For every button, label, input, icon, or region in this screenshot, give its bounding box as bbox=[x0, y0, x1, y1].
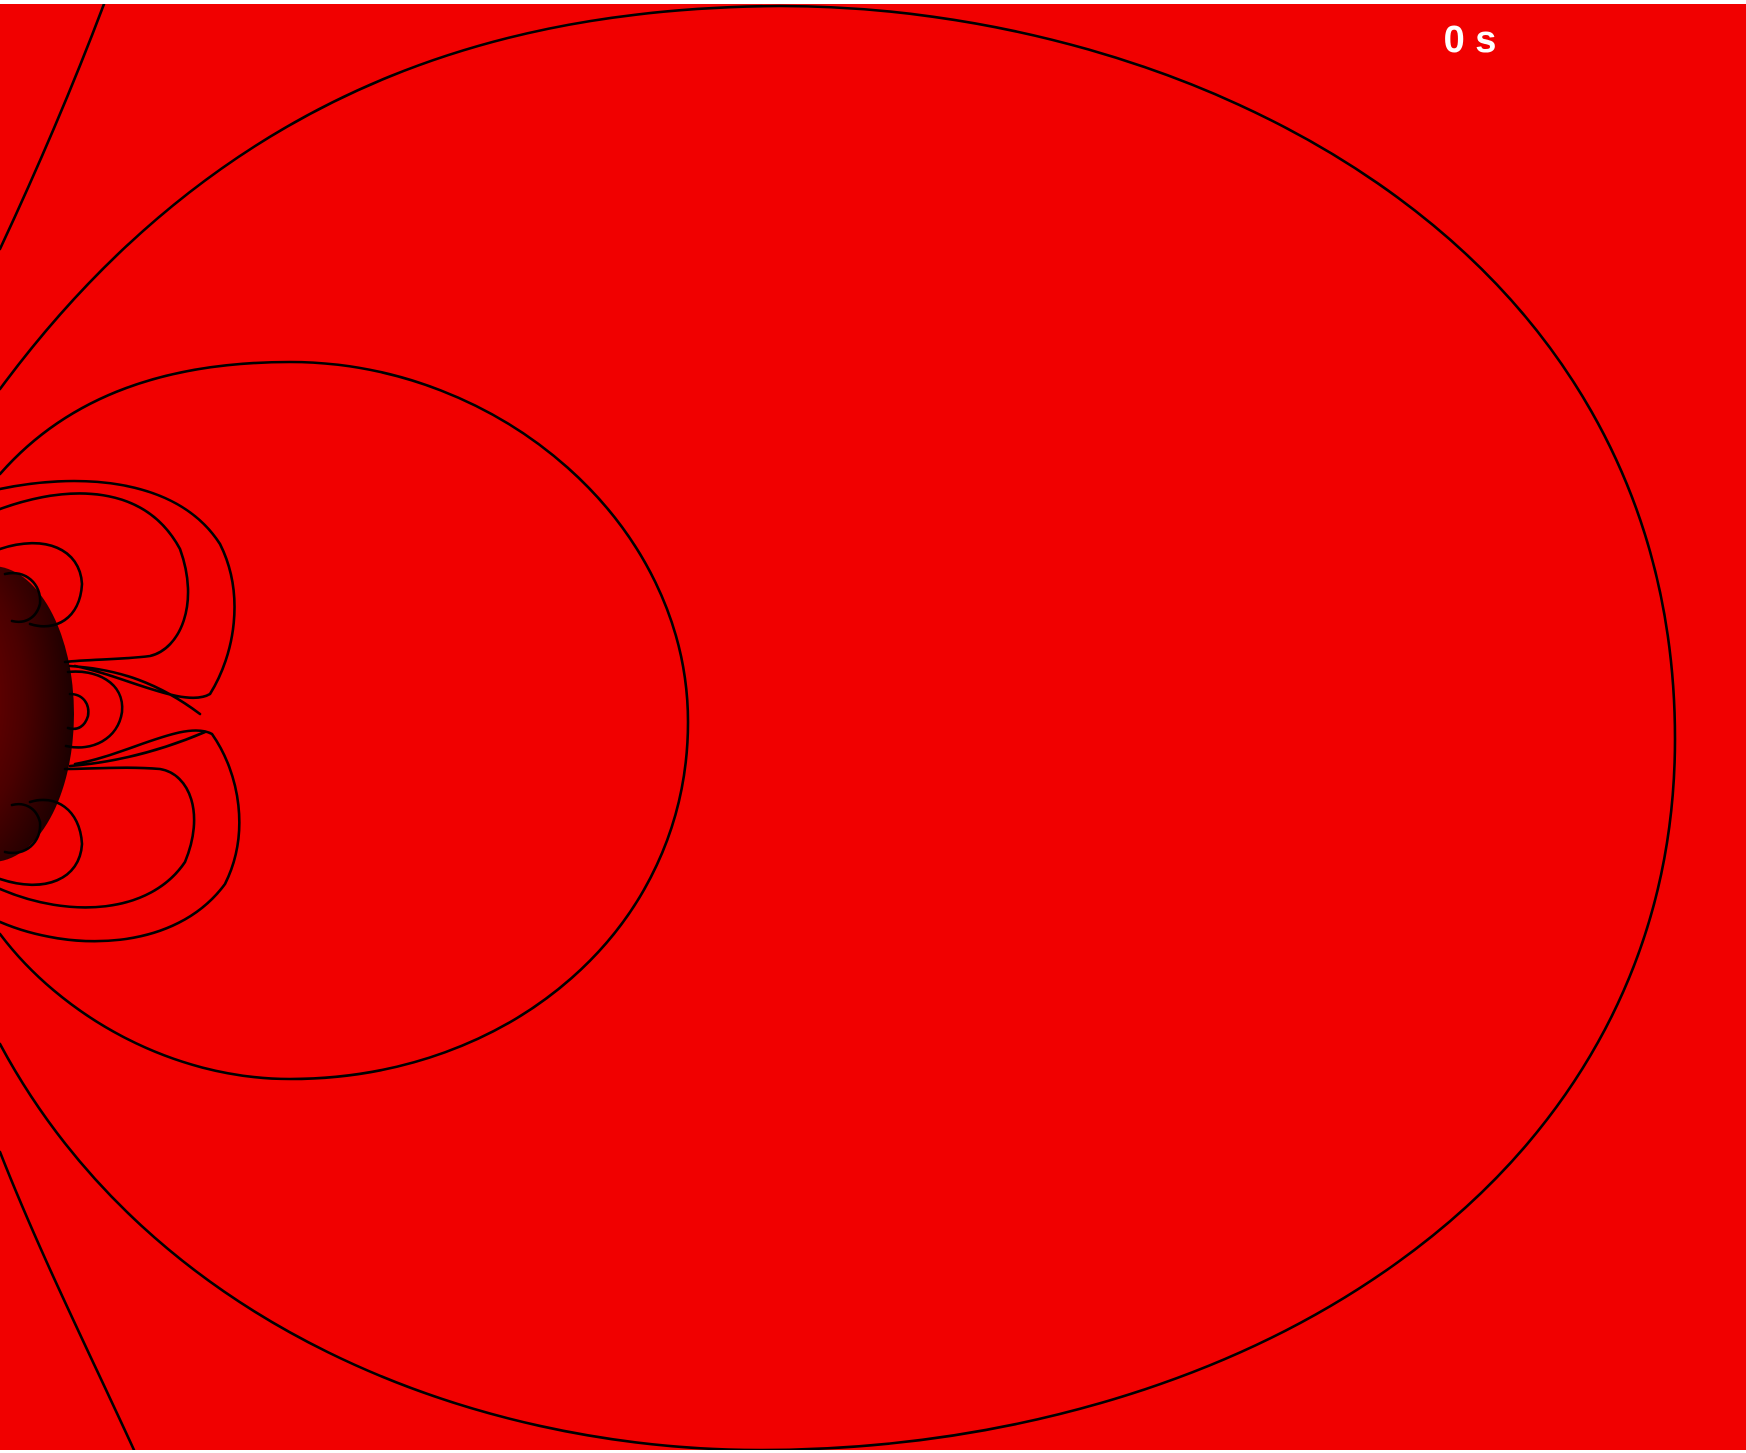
field-line-central-cusp-lower bbox=[68, 730, 207, 768]
field-line-lower-lobe-1 bbox=[0, 729, 241, 943]
field-line-middle-loop bbox=[0, 360, 690, 1081]
field-line-central-cusp-upper bbox=[68, 664, 202, 716]
field-line-open-bottom bbox=[0, 1150, 136, 1450]
field-line-upper-lobe-3 bbox=[0, 541, 84, 628]
field-line-lower-lobe-4 bbox=[3, 802, 42, 855]
field-line-lower-lobe-2 bbox=[0, 766, 196, 909]
field-line-upper-lobe-2 bbox=[0, 492, 190, 664]
field-line-central-lobe-1 bbox=[64, 670, 124, 749]
field-line-central-lobe-2 bbox=[66, 692, 90, 731]
field-lines-diagram bbox=[0, 4, 1677, 1450]
simulation-canvas: 0 s bbox=[0, 4, 1746, 1450]
field-line-open-top bbox=[0, 4, 106, 251]
field-line-outer-loop bbox=[0, 4, 1677, 1450]
field-line-upper-lobe-4 bbox=[3, 571, 42, 624]
central-body bbox=[0, 566, 74, 862]
field-line-upper-lobe-1 bbox=[0, 479, 236, 700]
field-line-lower-lobe-3 bbox=[0, 798, 84, 887]
time-readout: 0 s bbox=[1443, 19, 1497, 61]
